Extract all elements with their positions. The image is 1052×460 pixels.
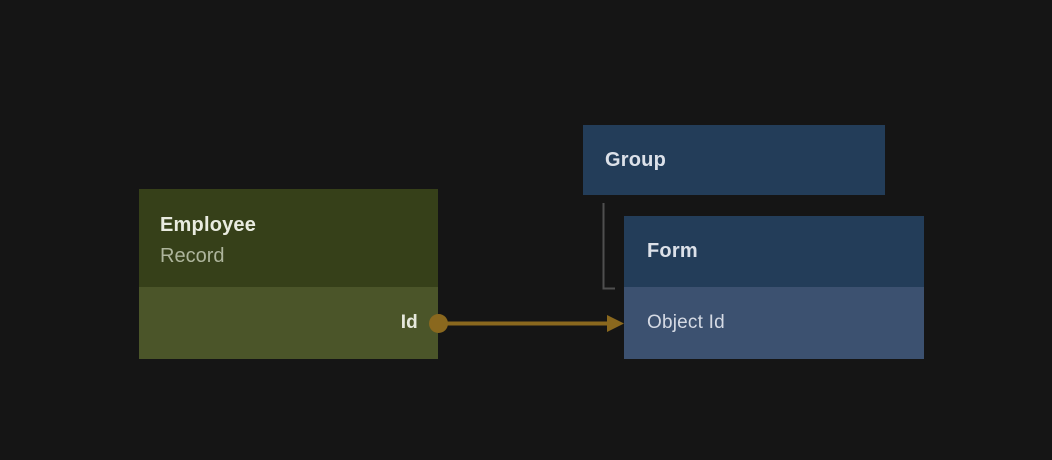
- employee-field-id-label: Id: [400, 312, 418, 333]
- node-employee-record[interactable]: Employee Record Id: [139, 189, 438, 359]
- group-form-elbow-connector[interactable]: [602, 203, 616, 290]
- employee-node-subtitle: Record: [160, 245, 225, 267]
- form-field-object-id-label: Object Id: [647, 312, 725, 333]
- employee-field-id-row[interactable]: Id: [139, 287, 438, 359]
- group-node-header: Group: [583, 125, 885, 195]
- node-form[interactable]: Form Object Id: [624, 216, 924, 359]
- relationship-arrowhead[interactable]: [607, 315, 624, 332]
- employee-node-title: Employee: [160, 214, 257, 236]
- form-node-title: Form: [647, 240, 698, 262]
- employee-node-header: Employee Record: [139, 189, 438, 287]
- node-group[interactable]: Group: [583, 125, 885, 195]
- form-field-object-id-row[interactable]: Object Id: [624, 287, 924, 359]
- form-node-header: Form: [624, 216, 924, 287]
- group-node-title: Group: [605, 148, 666, 171]
